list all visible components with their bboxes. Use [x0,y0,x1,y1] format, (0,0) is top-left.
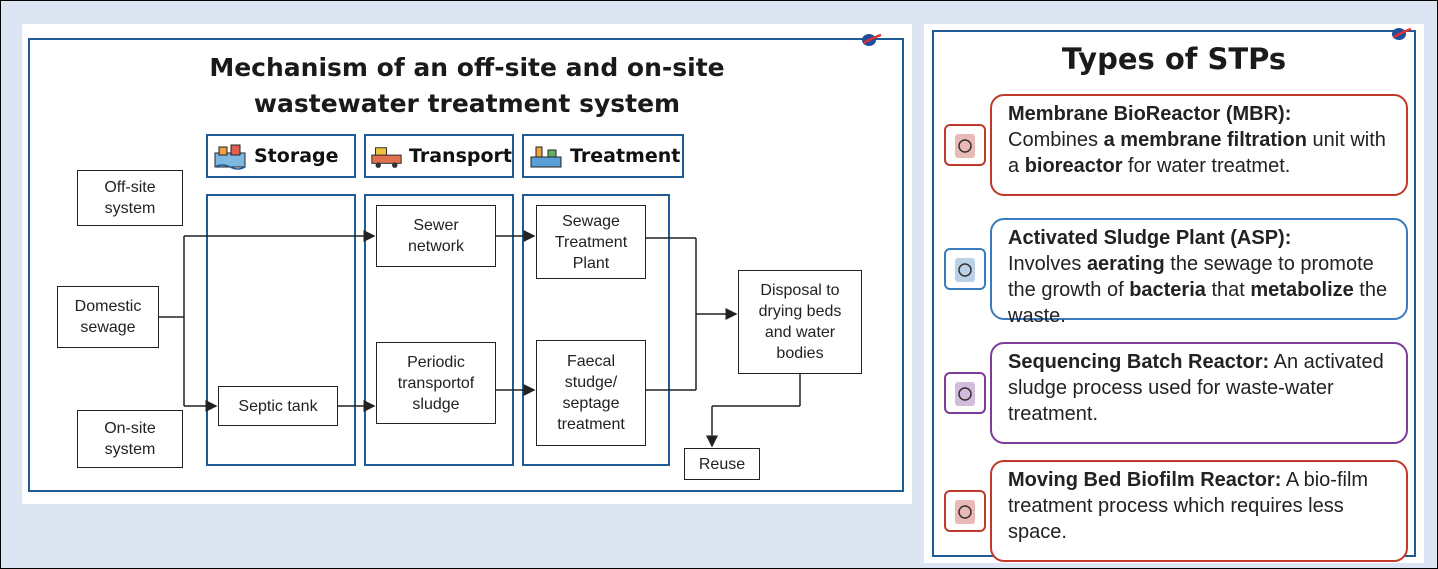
brand-logo-icon [862,33,882,46]
stp-card: Membrane BioReactor (MBR): Combines a mem… [990,94,1408,196]
reactor-icon [944,372,986,414]
transport-icon [371,147,402,168]
header-storage-label: Storage [254,145,339,167]
stp-card-emphasis: bacteria [1129,279,1206,301]
stp-card-text: A bio-film treatment process which requi… [1008,469,1369,543]
faecal-sludge-treatment-box: Faecal studge/ septage treatment [536,340,646,446]
flow-diagram-panel: Mechanism of an off-site and on-site was… [22,24,912,504]
disposal-box: Disposal to drying beds and water bodies [738,270,862,374]
stp-card: Activated Sludge Plant (ASP): Involves ae… [990,218,1408,327]
transport-column [364,194,514,466]
sewer-network-box: Sewer network [376,205,496,267]
flow-connectors [159,230,801,448]
treatment-column [522,194,670,466]
stp-card-name: Moving Bed Biofilm Reactor: [1008,469,1282,491]
header-transport-label: Transport [408,145,512,167]
bacteria-icon [944,248,986,290]
stp-card-emphasis: a membrane filtration [1103,129,1307,151]
header-treatment: Treatment [522,134,684,178]
onsite-system-box: On-site system [77,410,183,468]
reuse-box: Reuse [684,448,760,480]
biofilm-icon [944,490,986,532]
diagram-title-line2: wastewater treatment system [253,89,681,118]
stp-card-text: Involves [1008,253,1087,275]
stp-card-emphasis: bioreactor [1024,155,1123,177]
storage-column [206,194,356,466]
stp-card-emphasis: aerating [1086,253,1165,275]
stp-card-text: Combines [1008,129,1104,151]
brand-logo-icon [1392,27,1412,40]
diagram-title-line1: Mechanism of an off-site and on-site [209,53,725,82]
stp-card: Sequencing Batch Reactor: An activated s… [990,342,1408,444]
stp-card-text: that [1205,279,1251,301]
stp-card: Moving Bed Biofilm Reactor: A bio-film t… [990,460,1408,562]
stp-card-name: Membrane BioReactor (MBR): [1008,103,1292,125]
stp-card-emphasis: metabolize [1250,279,1354,301]
stp-title: Types of STPs [1061,42,1287,76]
stp-card-name: Sequencing Batch Reactor: [1008,351,1270,373]
treatment-icon [530,146,562,168]
periodic-transport-box: Periodic transportof sludge [376,342,496,424]
offsite-system-box: Off-site system [77,170,183,226]
header-transport: Transport [364,134,514,178]
domestic-sewage-box: Domestic sewage [57,286,159,348]
stp-card-text: An activated sludge process used for was… [1008,351,1384,425]
sewage-treatment-plant-box: Sewage Treatment Plant [536,205,646,279]
storage-icon [214,144,246,170]
stp-card-text: the sewage to promote the growth of [1008,253,1374,301]
stp-types-panel: Types of STPs Membrane BioReactor (MBR):… [924,24,1424,563]
stp-card-text: unit with a [1008,129,1386,177]
header-storage: Storage [206,134,356,178]
stp-card-text: for water treatmet. [1122,155,1291,177]
panel-border [28,38,904,492]
stp-card-name: Activated Sludge Plant (ASP): [1008,227,1292,249]
stp-card-text: the waste. [1008,279,1388,327]
recycle-bin-icon [944,124,986,166]
header-treatment-label: Treatment [570,145,681,167]
septic-tank-box: Septic tank [218,386,338,426]
